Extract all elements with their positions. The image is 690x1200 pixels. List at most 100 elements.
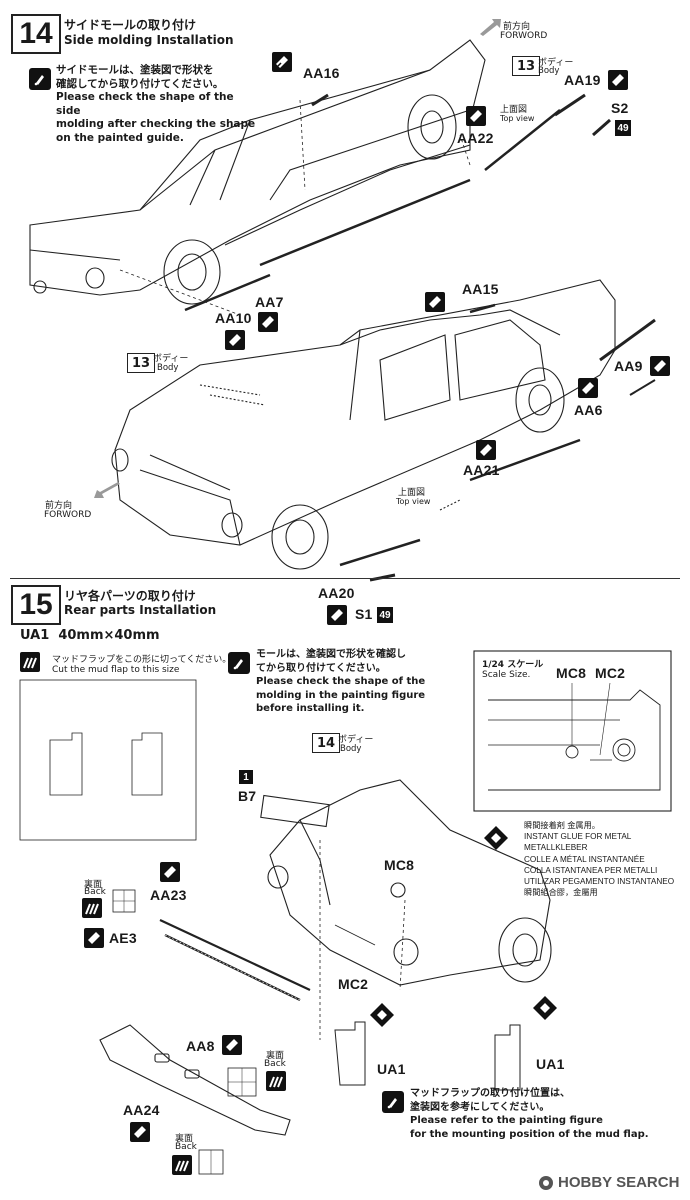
glue-note: 瞬間接着剤 金属用。 INSTANT GLUE FOR METAL METALL… [524,820,689,898]
body-ref-box: 13 [127,353,155,373]
scale-title-jp: 1/24 スケール [482,660,544,670]
part-ae3: AE3 [109,930,137,946]
forward-label-jp: 前方向 [503,22,531,32]
part-aa23: AA23 [150,887,187,903]
cut-icon [266,1071,286,1091]
cut-icon [172,1155,192,1175]
forward-label-en: FORWORD [44,510,92,520]
note-line: モールは、塗装図で形状を確認し [256,649,406,660]
cut-icon [20,652,40,672]
step-number: 15 [11,585,61,625]
scale-title-en: Scale Size. [482,670,531,680]
part-aa15: AA15 [462,281,499,297]
body-ref-box: 13 [512,56,540,76]
watermark-text: HOBBY SEARCH [558,1174,680,1191]
forward-label-en: FORWORD [500,31,548,41]
note-line: on the painted guide. [56,131,184,144]
part-s1: S1 [355,606,373,622]
body-ref-en: Body [157,363,179,373]
body-ref-jp: ボディー [538,58,574,68]
part-mc8: MC8 [384,857,415,873]
glue-diamond-icon [484,826,508,850]
step-title-en: Side molding Installation [64,33,234,47]
part-mc2: MC2 [338,976,369,992]
glue-line: COLLA ISTANTANEA PER METALLI [524,865,658,875]
note-line: for the mounting position of the mud fla… [410,1128,649,1140]
car-side-view-2 [111,279,656,582]
note-line: 塗装図を参考にしてください。 [410,1101,550,1113]
glue-line: INSTANT GLUE FOR METAL [524,832,632,842]
part-s2: S2 [611,100,629,116]
note-line: 確認してから取り付けてください。 [56,77,224,90]
part-aa6: AA6 [574,402,603,418]
part-icon [130,1122,150,1142]
part-aa24: AA24 [123,1102,160,1118]
top-view-label-jp: 上面図 [398,488,426,498]
forward-arrow-icon [94,482,120,498]
body-ref-box: 14 [312,733,340,753]
step-title-en: Rear parts Installation [64,603,217,617]
part-aa19: AA19 [564,72,601,88]
note-line: Please check the shape of the [256,676,426,687]
glue-diamond-icon [533,996,557,1020]
part-b7: B7 [238,788,257,804]
back-label-jp: 裏面 [266,1051,285,1061]
back-label-jp: 裏面 [84,880,103,890]
body-ref-en: Body [340,744,362,754]
glue-line: 瞬間組合膠，金屬用 [524,888,598,898]
part-icon [225,330,245,350]
note-line: Please check the shape of the side [56,91,234,117]
note-line: マッドフラップの取り付け位置は、 [410,1088,570,1099]
scale-size-box [473,650,672,812]
glue-diamond-icon [370,1003,394,1027]
back-label-en: Back [264,1059,286,1069]
part-icon [578,378,598,398]
top-view-label-jp: 上面図 [500,105,528,115]
cut-icon [82,898,102,918]
step15-note: モールは、塗装図で形状を確認し てから取り付けてください。 Please che… [256,648,456,716]
part-ua1-left: UA1 [377,1061,406,1077]
part-icon [327,605,347,625]
step14-note: サイドモールは、塗装図で形状を 確認してから取り付けてください。 Please … [56,64,256,145]
part-aa21: AA21 [463,462,500,478]
sprue-ref-badge: 1 [239,770,253,784]
step-number: 14 [11,14,61,54]
back-label-en: Back [175,1142,197,1152]
glue-line: COLLE A MÉTAL INSTANTANÉE [524,854,645,864]
body-ref-jp: ボディー [338,735,374,745]
part-icon [650,356,670,376]
note-icon [382,1091,404,1113]
part-aa9: AA9 [614,358,643,374]
note-line: サイドモールは、塗装図で形状を [56,64,214,76]
top-view-label-en: Top view [396,497,431,506]
part-aa16: AA16 [303,65,340,81]
forward-arrow-icon [480,19,501,36]
back-label-jp: 裏面 [175,1134,194,1144]
step-title-jp: サイドモールの取り付け [64,18,197,32]
note-icon [228,652,250,674]
glue-line: 瞬間接着剤 金属用。 [524,821,600,830]
car-side-view-1 [29,39,611,316]
ua1-size-label: UA1 40mm×40mm [20,628,160,643]
note-line: molding after checking the shape [56,118,256,130]
top-view-label-en: Top view [500,114,535,123]
part-aa7: AA7 [255,294,284,310]
part-icon [425,292,445,312]
note-line: Please refer to the painting figure [410,1115,603,1126]
mud-flap-note: マッドフラップの取り付け位置は、 塗装図を参考にしてください。 Please r… [410,1087,680,1141]
paint-ref-badge: 49 [615,120,631,136]
part-icon [160,862,180,882]
note-icon [29,68,51,90]
glue-line: UTILIZAR PEGAMENTO INSTANTANEO [524,877,675,887]
note-line: before installing it. [256,703,365,714]
part-icon [608,70,628,90]
part-icon [84,928,104,948]
cut-instruction-en: Cut the mud flap to this size [52,665,180,675]
part-icon [222,1035,242,1055]
back-label-en: Back [84,887,106,897]
cut-instruction-jp: マッドフラップをこの形に切ってください。 [52,655,232,665]
part-aa20: AA20 [318,585,355,601]
forward-label-jp: 前方向 [45,501,73,511]
section-divider [10,578,680,579]
